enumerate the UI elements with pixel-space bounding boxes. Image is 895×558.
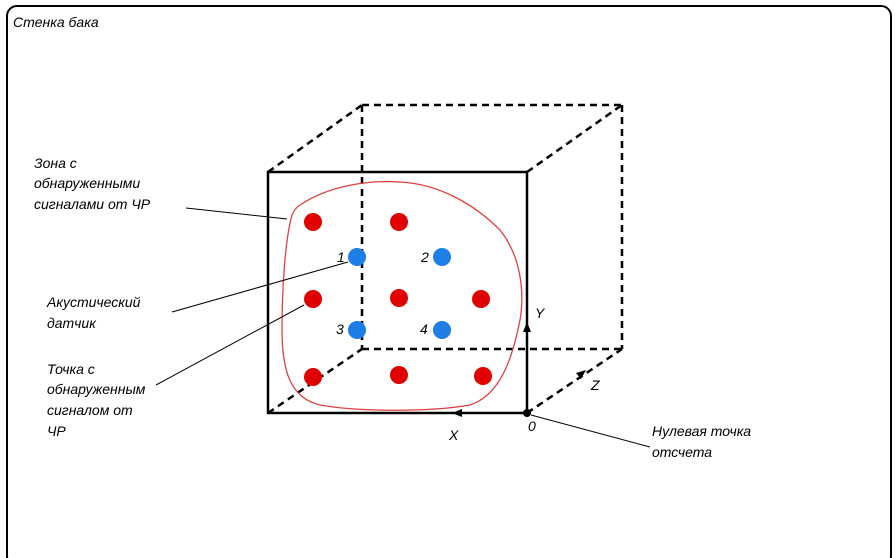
axis-z-label: Z — [590, 377, 600, 393]
defect-point — [304, 368, 322, 386]
point-leader — [155, 304, 305, 386]
origin-callout-label: Нулевая точка отсчета — [652, 423, 751, 460]
sensor-2 — [433, 248, 451, 266]
svg-text:отсчета: отсчета — [652, 444, 712, 460]
svg-text:обнаруженным: обнаруженным — [47, 381, 146, 397]
origin-leader — [530, 414, 651, 448]
origin-label: 0 — [528, 418, 536, 434]
point-callout-label: Точка с обнаруженным сигналом от ЧР — [47, 361, 146, 439]
leader-lines — [155, 207, 651, 448]
origin-point — [523, 409, 531, 417]
sensor-label-1: 1 — [337, 249, 345, 265]
tank-wall-frame — [6, 5, 892, 558]
sensor-label-3: 3 — [336, 321, 344, 337]
sensor-3 — [348, 321, 366, 339]
svg-text:сигналами от ЧР: сигналами от ЧР — [34, 196, 151, 212]
zone-outline — [281, 180, 523, 411]
sensor-label-4: 4 — [420, 321, 428, 337]
axis-x-label: X — [448, 427, 459, 443]
x-axis-arrow-icon — [452, 409, 462, 417]
zone-label: Зона с обнаруженными сигналами от ЧР — [34, 155, 151, 212]
y-axis-arrow-icon — [523, 322, 531, 332]
svg-text:обнаруженными: обнаруженными — [34, 175, 140, 191]
defect-point — [390, 289, 408, 307]
cube-front-face — [266, 170, 529, 415]
axis-y-label: Y — [535, 305, 546, 321]
defect-points — [304, 213, 492, 386]
svg-text:сигналом от: сигналом от — [47, 402, 133, 418]
defect-point — [390, 366, 408, 384]
defect-point — [304, 213, 322, 231]
z-axis-arrow-icon — [576, 370, 586, 379]
svg-text:Точка с: Точка с — [47, 361, 95, 377]
svg-text:Акустический: Акустический — [46, 294, 141, 310]
zone-leader — [185, 207, 288, 220]
sensor-1 — [348, 248, 366, 266]
sensor-4 — [433, 321, 451, 339]
defect-point — [474, 367, 492, 385]
svg-text:ЧР: ЧР — [47, 423, 66, 439]
title-text: Стенка бака — [13, 14, 99, 30]
sensor-leader — [171, 261, 349, 313]
sensors — [348, 248, 451, 339]
sensor-callout-label: Акустический датчик — [46, 294, 141, 331]
axis-arrows — [452, 322, 586, 417]
svg-text:датчик: датчик — [47, 315, 97, 331]
defect-point — [304, 290, 322, 308]
defect-point — [472, 290, 490, 308]
svg-text:Нулевая точка: Нулевая точка — [652, 423, 751, 439]
sensor-label-2: 2 — [420, 249, 429, 265]
svg-text:Зона с: Зона с — [34, 155, 77, 171]
cube-back-face — [267, 103, 624, 415]
defect-point — [390, 213, 408, 231]
